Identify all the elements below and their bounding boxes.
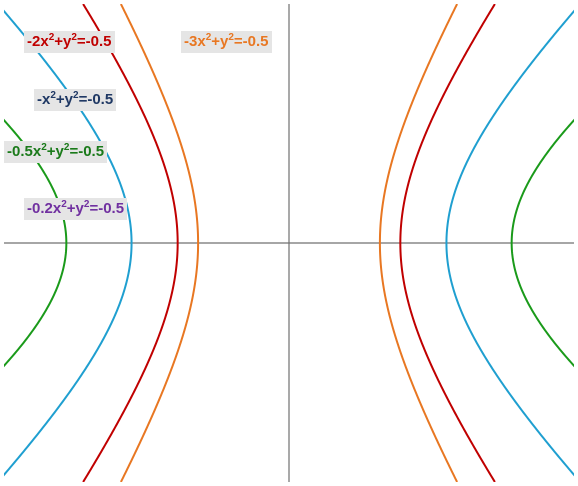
series-1-left-branch xyxy=(120,4,200,482)
legend-label-purple: -0.2x2+y2=-0.5 xyxy=(24,198,128,220)
series-3-left-branch xyxy=(4,118,68,368)
legend-label-blue: -x2+y2=-0.5 xyxy=(34,89,117,111)
legend-label-orange: -3x2+y2=-0.5 xyxy=(181,31,272,53)
series-3-right-branch xyxy=(510,118,574,368)
legend-label-red: -2x2+y2=-0.5 xyxy=(24,31,115,53)
legend-label-green: -0.5x2+y2=-0.5 xyxy=(4,141,108,163)
series-2-right-branch xyxy=(445,9,574,477)
series-2-left-branch xyxy=(4,9,133,477)
series-1-right-branch xyxy=(378,4,458,482)
series-0-right-branch xyxy=(399,4,496,482)
series-0-left-branch xyxy=(82,4,179,482)
